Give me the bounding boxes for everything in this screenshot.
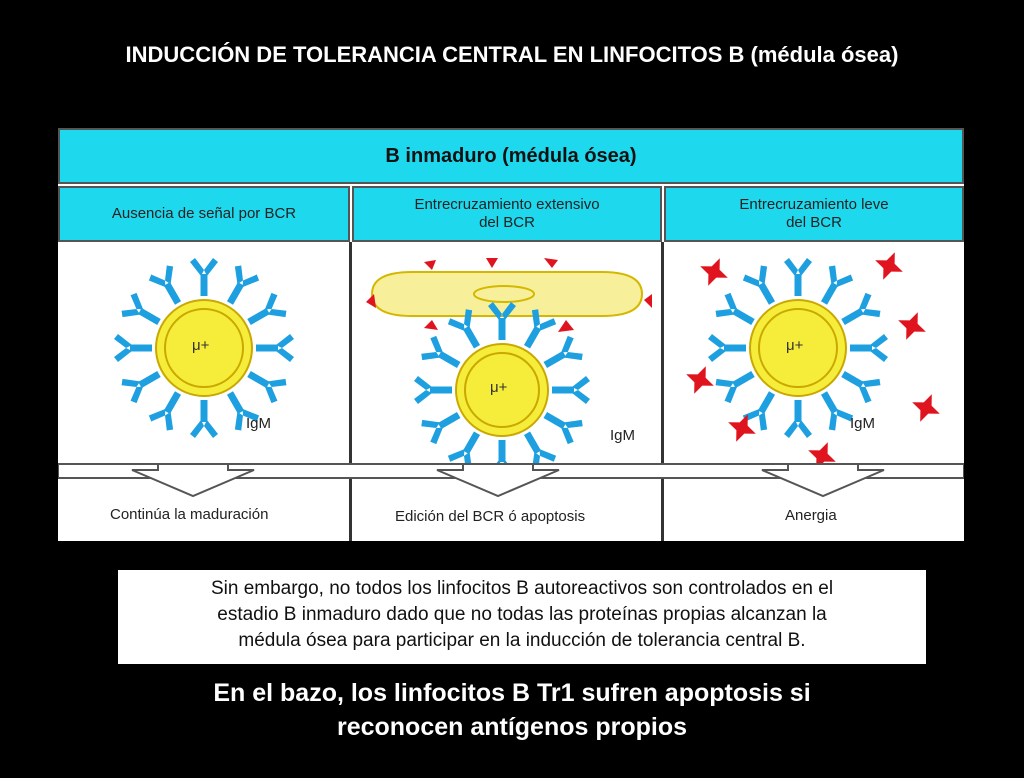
igm-receptor-icon [841,292,881,326]
condition-text: Entrecruzamiento extensivo [414,196,600,213]
igm-receptor-icon [121,292,161,326]
igm-receptor-icon [820,391,854,431]
outcome-1: Continúa la maduración [110,506,269,523]
cell-illustration-1: μ+ IgM [114,258,294,438]
antigen-star-icon [700,258,728,286]
igm-receptor-icon [715,370,755,404]
igm-receptor-icon [488,440,516,464]
igm-receptor-icon [523,431,557,464]
conclusion-line: En el bazo, los linfocitos B Tr1 sufren … [213,679,811,707]
column-divider [661,242,664,541]
note-box: Sin embargo, no todos los linfocitos B a… [118,570,926,664]
igm-receptor-icon [850,334,888,362]
igm-label: IgM [246,415,271,432]
soluble-antigens [686,252,940,464]
note-line: estadio B inmaduro dado que no todas las… [217,604,827,625]
arrow-down-icon [131,463,255,498]
condition-no-signal: Ausencia de señal por BCR [58,186,350,242]
note-line: médula ósea para participar en la inducc… [238,630,806,651]
igm-receptor-icon [256,334,294,362]
igm-receptor-icon [820,265,854,305]
igm-receptor-icon [247,292,287,326]
column-divider [349,242,352,541]
note-line: Sin embargo, no todos los linfocitos B a… [210,578,834,599]
igm-label: IgM [850,415,875,432]
arrow-down-icon [761,463,885,498]
condition-text: Ausencia de señal por BCR [111,205,297,222]
condition-text: Entrecruzamiento leve [739,196,889,213]
antigen-star-icon [686,366,714,394]
condition-extensive: Entrecruzamiento extensivo del BCR [352,186,662,242]
mu-label: μ+ [192,337,210,354]
igm-receptor-icon [708,334,746,362]
igm-receptor-icon [148,265,182,305]
mu-label: μ+ [786,337,804,354]
antigen-star-icon [898,312,926,340]
igm-receptor-icon [114,334,152,362]
igm-receptor-icon [552,376,590,404]
igm-receptor-icon [421,335,461,369]
arrow-down-icon [436,463,560,498]
outcome-arrows [58,463,964,498]
igm-receptor-icon [543,335,583,369]
igm-receptor-icon [523,309,557,349]
condition-text: del BCR [786,214,842,231]
igm-receptor-icon [190,400,218,438]
igm-receptor-icon [784,258,812,296]
outcome-2: Edición del BCR ó apoptosis [395,508,586,525]
self-antigen-membrane [366,258,652,332]
igm-receptor-icon [543,411,583,445]
igm-label: IgM [610,427,635,444]
mu-label: μ+ [490,379,508,396]
conclusion-line: reconocen antígenos propios [336,713,688,741]
igm-receptor-icon [414,376,452,404]
igm-receptor-icon [447,309,481,349]
igm-receptor-icon [121,370,161,404]
conclusion: En el bazo, los linfocitos B Tr1 sufren … [0,676,1024,744]
b-cell: μ+ [114,258,294,438]
igm-receptor-icon [488,302,516,340]
condition-mild: Entrecruzamiento leve del BCR [664,186,964,242]
igm-receptor-icon [247,370,287,404]
antigen-star-icon [912,394,940,422]
outcome-3: Anergia [785,507,837,524]
igm-receptor-icon [226,391,260,431]
igm-receptor-icon [447,431,481,464]
antigen-star-icon [875,252,903,280]
igm-receptor-icon [148,391,182,431]
b-cell: μ+ [708,258,888,438]
igm-receptor-icon [226,265,260,305]
igm-receptor-icon [715,292,755,326]
igm-receptor-icon [190,258,218,296]
condition-text: del BCR [479,214,535,231]
cell-illustration-2: μ+ IgM [366,258,652,464]
slide-title: INDUCCIÓN DE TOLERANCIA CENTRAL EN LINFO… [125,42,899,67]
header-b-inmaduro: B inmaduro (médula ósea) [58,128,964,184]
antigen-star-icon [808,442,836,464]
antigen-star-icon [728,414,756,442]
igm-receptor-icon [421,411,461,445]
igm-receptor-icon [784,400,812,438]
b-cell: μ+ [414,302,590,464]
igm-receptor-icon [841,370,881,404]
cell-illustration-3: μ+ IgM [686,252,940,464]
igm-receptor-icon [742,265,776,305]
